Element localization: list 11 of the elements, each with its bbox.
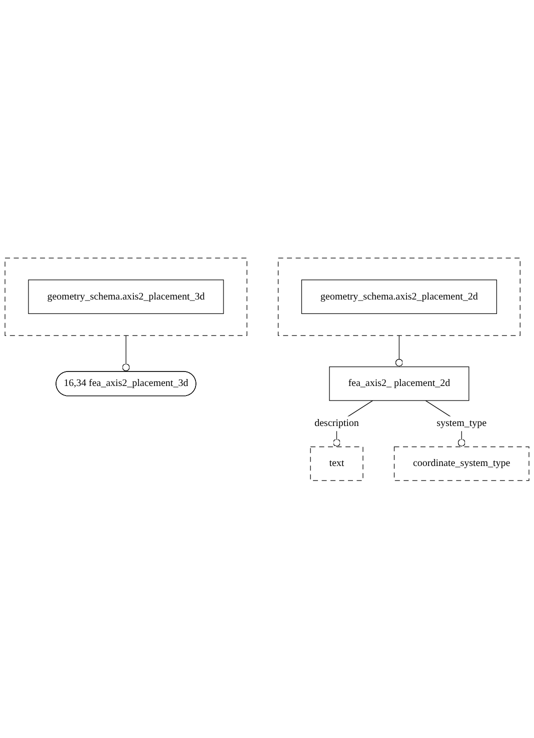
node-box: geometry_schema.axis2_placement_3d: [28, 279, 224, 314]
node-box: text: [310, 446, 364, 481]
node-box: geometry_schema.axis2_placement_2d: [301, 279, 497, 314]
connector: [395, 334, 403, 367]
cluster: [4, 257, 248, 336]
node-box: coordinate_system_type: [394, 446, 530, 481]
cluster: [278, 257, 520, 336]
node-box: fea_axis2_ placement_2d: [329, 366, 470, 401]
connector: [122, 334, 130, 372]
edge-label: system_type: [436, 418, 487, 428]
edge-label: description: [314, 418, 359, 428]
